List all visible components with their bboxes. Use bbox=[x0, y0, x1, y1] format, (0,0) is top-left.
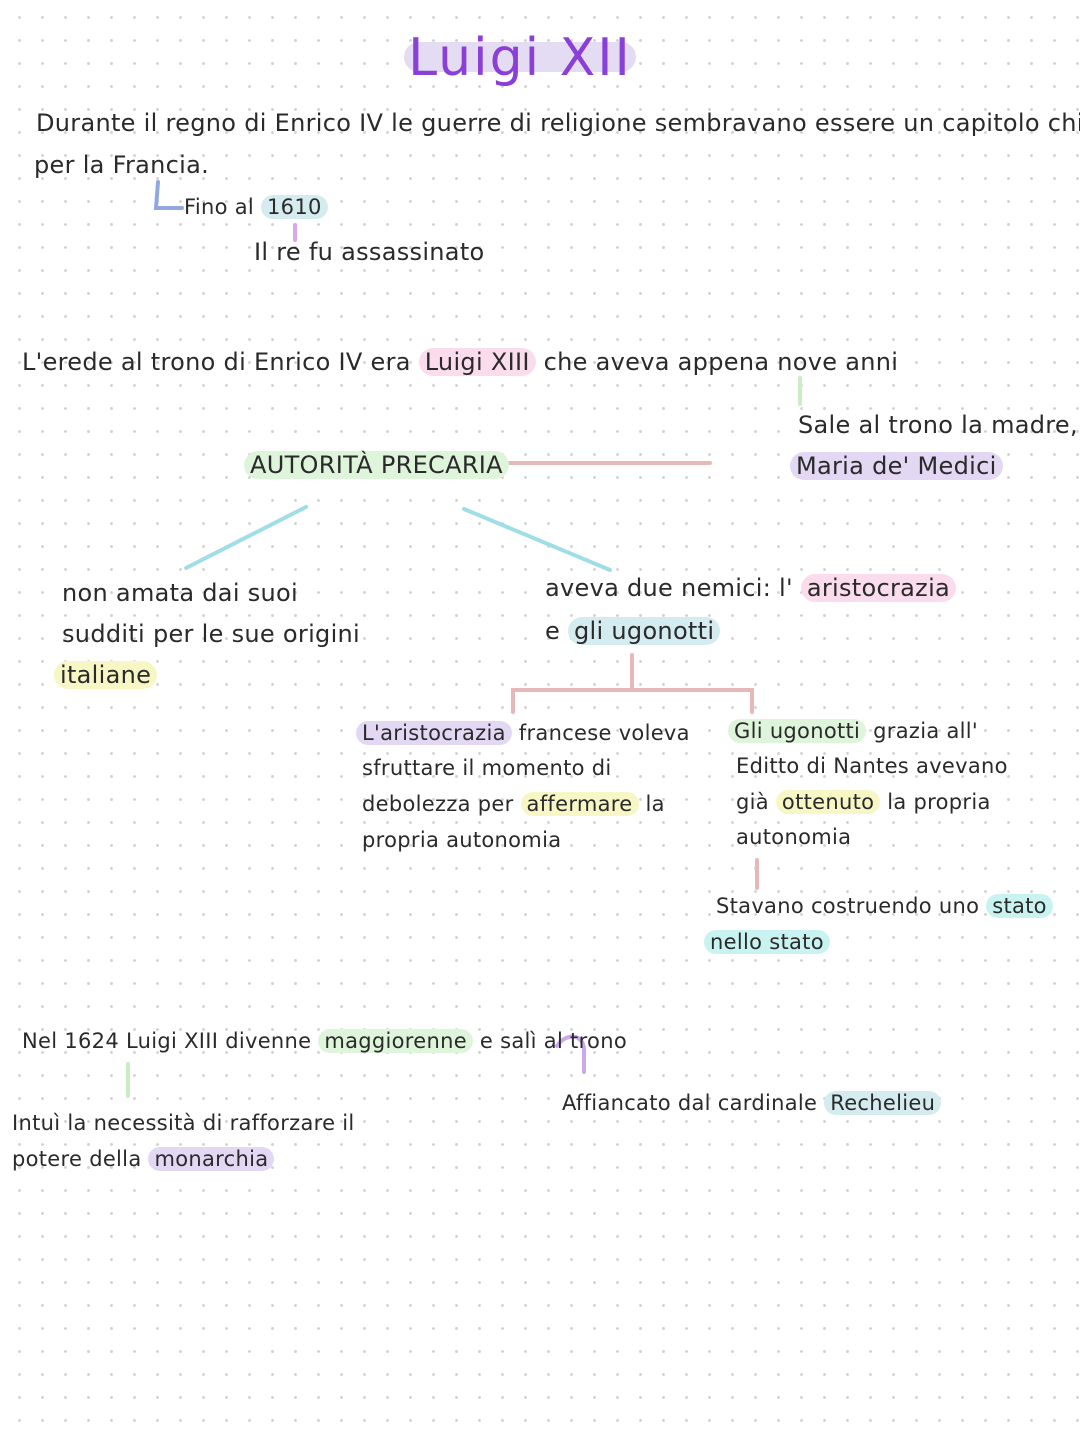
state-pre: Stavano costruendo uno bbox=[716, 894, 987, 918]
hook-affiancato bbox=[555, 1034, 586, 1074]
bracket-fino bbox=[153, 180, 184, 210]
heir-name: Luigi XIII bbox=[418, 348, 536, 376]
right-branch-hl1: aristocrazia bbox=[800, 574, 957, 602]
until-year: 1610 bbox=[261, 195, 328, 219]
left-branch-line2: sudditi per le sue origini bbox=[62, 620, 361, 648]
heir-post: che aveva appena nove anni bbox=[535, 348, 899, 376]
right-branch-pre: aveva due nemici: l' bbox=[545, 574, 801, 602]
aristocracy-line2: sfruttare il momento di bbox=[362, 756, 612, 780]
state-hl1: stato bbox=[986, 894, 1053, 918]
intro-line2: per la Francia. bbox=[34, 151, 210, 179]
aristocracy-hl: L'aristocrazia bbox=[356, 721, 512, 745]
need-line2-pre: potere della bbox=[12, 1147, 149, 1171]
majority-pre: Nel 1624 Luigi XIII divenne bbox=[22, 1029, 319, 1053]
heir-line: L'erede al trono di Enrico IV era Luigi … bbox=[22, 347, 898, 377]
page-title: Luigi XII bbox=[404, 28, 636, 88]
right-branch-line2-pre: e bbox=[545, 617, 568, 645]
huguenots-line4: autonomia bbox=[736, 825, 852, 849]
huguenots-line3: già ottenuto la propria bbox=[736, 788, 991, 816]
majority-line: Nel 1624 Luigi XIII divenne maggiorenne … bbox=[22, 1027, 627, 1055]
huguenots-line2: Editto di Nantes avevano bbox=[736, 754, 1008, 778]
state-line2: nello stato bbox=[704, 928, 830, 956]
cardinal-line: Affiancato dal cardinale Rechelieu bbox=[562, 1089, 942, 1117]
title-highlight bbox=[404, 42, 636, 72]
title-text: Luigi XII bbox=[408, 28, 632, 88]
assassinated-text: Il re fu assassinato bbox=[254, 238, 485, 266]
left-branch-highlight: italiane bbox=[54, 661, 158, 689]
huguenots-line3-hl: ottenuto bbox=[775, 790, 881, 814]
majority-hl: maggiorenne bbox=[318, 1029, 473, 1053]
huguenots-hl: Gli ugonotti bbox=[728, 719, 867, 743]
state-line1: Stavano costruendo uno stato bbox=[716, 892, 1053, 920]
right-branch-line2: e gli ugonotti bbox=[545, 616, 721, 646]
majority-post: e salì al trono bbox=[472, 1029, 627, 1053]
state-hl2: nello stato bbox=[704, 930, 830, 954]
mother-name: Maria de' Medici bbox=[790, 452, 1003, 480]
aristocracy-line3-post: la bbox=[638, 792, 665, 816]
mother-line1: Sale al trono la madre, bbox=[798, 411, 1078, 439]
until-line: Fino al 1610 bbox=[184, 193, 328, 221]
connector-left-branch bbox=[184, 505, 308, 570]
need-line2-hl: monarchia bbox=[148, 1147, 275, 1171]
cardinal-hl: Rechelieu bbox=[824, 1091, 942, 1115]
right-branch-hl2: gli ugonotti bbox=[568, 617, 721, 645]
huguenots-line1-post: grazia all' bbox=[866, 719, 978, 743]
mother-line2: Maria de' Medici bbox=[790, 451, 1003, 481]
until-text: Fino al bbox=[184, 195, 261, 219]
need-line2: potere della monarchia bbox=[12, 1145, 275, 1173]
left-branch-line1: non amata dai suoi bbox=[62, 579, 298, 607]
aristocracy-line4: propria autonomia bbox=[362, 828, 562, 852]
huguenots-line1: Gli ugonotti grazia all' bbox=[728, 717, 978, 745]
authority-node: AUTORITÀ PRECARIA bbox=[244, 450, 509, 480]
aristocracy-line3-pre: debolezza per bbox=[362, 792, 521, 816]
cardinal-pre: Affiancato dal cardinale bbox=[562, 1091, 825, 1115]
right-branch-line1: aveva due nemici: l' aristocrazia bbox=[545, 573, 957, 603]
left-branch-line3: italiane bbox=[54, 660, 158, 690]
authority-label: AUTORITÀ PRECARIA bbox=[244, 451, 509, 479]
need-line1: Intuì la necessità di rafforzare il bbox=[12, 1111, 355, 1135]
aristocracy-line1: L'aristocrazia francese voleva bbox=[356, 719, 690, 747]
connector-right-branch bbox=[462, 507, 612, 572]
heir-pre: L'erede al trono di Enrico IV era bbox=[22, 348, 419, 376]
aristocracy-line1-post: francese voleva bbox=[511, 721, 690, 745]
huguenots-line3-post: la propria bbox=[880, 790, 991, 814]
intro-line1: Durante il regno di Enrico IV le guerre … bbox=[36, 109, 1080, 137]
aristocracy-line3: debolezza per affermare la bbox=[362, 790, 665, 818]
aristocracy-line3-hl: affermare bbox=[520, 792, 639, 816]
bracket-nemici bbox=[511, 653, 754, 714]
huguenots-line3-pre: già bbox=[736, 790, 776, 814]
